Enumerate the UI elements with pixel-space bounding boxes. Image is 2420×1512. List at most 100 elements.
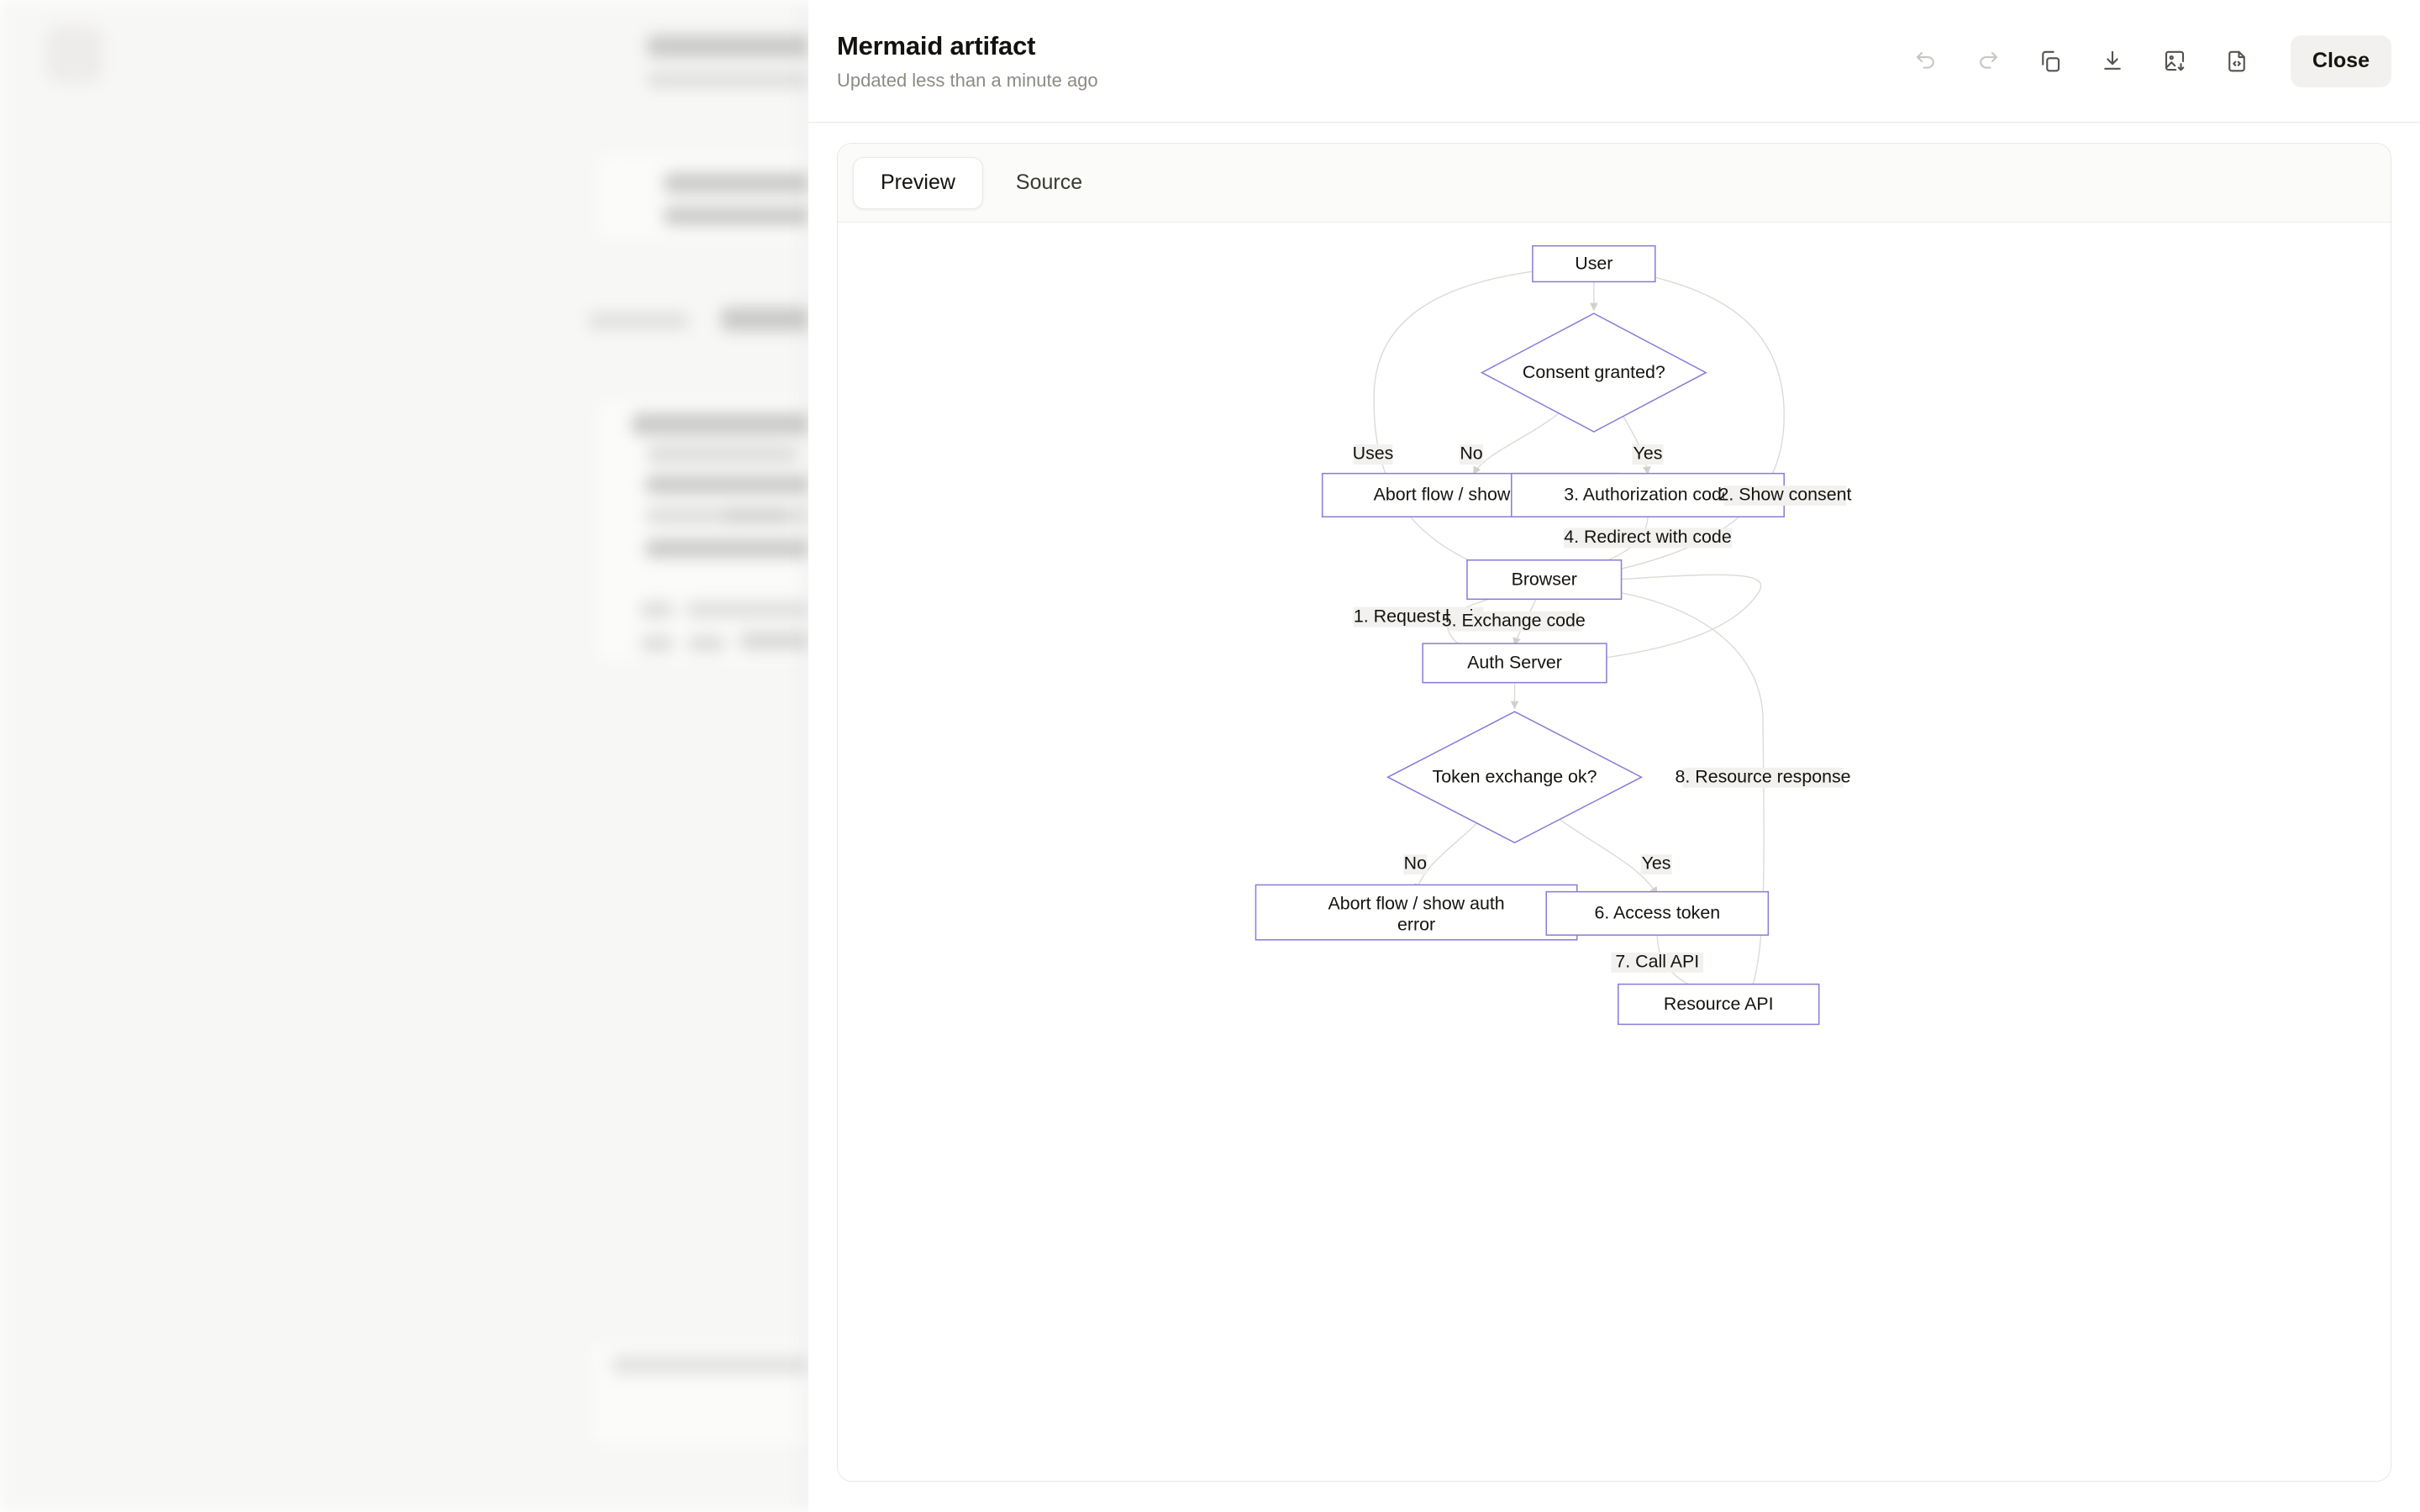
bg-text-line <box>612 1356 808 1374</box>
code-file-icon <box>2224 49 2249 74</box>
edge-label-text: No <box>1404 853 1427 874</box>
artifact-header: Mermaid artifact Updated less than a min… <box>808 0 2420 123</box>
node-label: Abort flow / show auth <box>1328 893 1505 913</box>
node-shape-rect <box>1618 983 1820 1026</box>
undo-button[interactable] <box>1902 38 1949 85</box>
bg-text-line <box>645 475 808 494</box>
bg-text-line <box>686 601 808 618</box>
bg-text-line <box>588 312 689 329</box>
edge-label-bg <box>1459 444 1484 465</box>
mermaid-node-authcode: 3. Authorization code <box>1511 472 1785 517</box>
view-code-button[interactable] <box>2213 38 2260 85</box>
edge-label-bg <box>1353 444 1393 465</box>
artifact-header-text: Mermaid artifact Updated less than a min… <box>837 31 1902 91</box>
mermaid-edge-label: Uses <box>1353 444 1394 465</box>
tab-preview[interactable]: Preview <box>853 156 983 209</box>
edge-label-bg <box>1403 853 1428 874</box>
download-icon <box>2100 49 2125 74</box>
edge-label-text: No <box>1460 444 1482 464</box>
edge-label-text: Uses <box>1353 444 1394 464</box>
copy-icon <box>2038 49 2063 74</box>
bg-card <box>593 396 808 665</box>
edge-auth-browser-back <box>1560 574 1762 664</box>
edge-label-text: 5. Exchange code <box>1442 610 1586 630</box>
bg-text-line <box>632 413 808 435</box>
mermaid-edge-label: 4. Redirect with code <box>1563 527 1733 549</box>
undo-icon <box>1913 49 1939 74</box>
edge-label-bg <box>1723 486 1847 507</box>
artifact-tabbar: Preview Source <box>838 144 2391 223</box>
mermaid-node-resource: Resource API <box>1618 983 1820 1026</box>
artifact-panel: Mermaid artifact Updated less than a min… <box>808 0 2420 1512</box>
mermaid-edge-label: Yes <box>1632 444 1664 465</box>
bg-text-line <box>739 632 808 650</box>
node-shape-rect <box>1255 884 1578 941</box>
edge-label-bg <box>1448 611 1579 632</box>
edge-label-text: 8. Resource response <box>1676 766 1851 786</box>
node-shape-rect <box>1422 643 1607 684</box>
edge-label-text: 7. Call API <box>1615 952 1699 972</box>
download-image-button[interactable] <box>2151 38 2198 85</box>
bg-text-line <box>664 173 808 193</box>
redo-button[interactable] <box>1965 38 2012 85</box>
mermaid-node-authserver: Auth Server <box>1422 643 1607 684</box>
mermaid-edge-label: No <box>1403 853 1428 874</box>
close-button[interactable]: Close <box>2290 34 2391 87</box>
node-shape-rect <box>1466 559 1623 601</box>
edge-label-text: 4. Redirect with code <box>1564 527 1731 547</box>
bg-text-line <box>645 539 808 558</box>
image-download-icon <box>2162 49 2187 74</box>
mermaid-node-browser: Browser <box>1466 559 1623 601</box>
mermaid-edge-label: Yes <box>1640 853 1672 874</box>
mermaid-edge-label: 7. Call API <box>1611 952 1704 973</box>
download-button[interactable] <box>2089 38 2136 85</box>
bg-text-line <box>647 35 808 57</box>
bg-text-line <box>721 307 808 331</box>
edge-label-text: Yes <box>1642 853 1671 874</box>
node-label: Auth Server <box>1467 653 1562 673</box>
tab-source[interactable]: Source <box>1015 171 1083 194</box>
edge-label-text: 2. Show consent <box>1718 485 1851 505</box>
mermaid-edge-label: 2. Show consent <box>1718 485 1851 507</box>
redo-icon <box>1975 49 2001 74</box>
node-label: error <box>1397 915 1435 935</box>
node-shape-diamond <box>1480 312 1707 433</box>
bg-text-line <box>647 445 798 464</box>
mermaid-edge-label: 8. Resource response <box>1676 766 1851 788</box>
bg-text-line <box>687 635 726 652</box>
mermaid-node-tokenok: Token exchange ok? <box>1386 711 1644 844</box>
bg-card <box>593 150 808 244</box>
edge-resource-browser <box>1586 585 1765 992</box>
node-label: Browser <box>1512 569 1577 589</box>
node-shape-diamond <box>1386 711 1644 844</box>
node-label: Resource API <box>1664 994 1774 1014</box>
node-label: 3. Authorization code <box>1564 485 1732 505</box>
edge-label-bg <box>1632 444 1664 465</box>
background-chat-app <box>0 0 808 1512</box>
node-label: Consent granted? <box>1523 362 1665 382</box>
mermaid-node-user: User <box>1532 244 1656 283</box>
mermaid-edge-label: No <box>1459 444 1484 465</box>
edge-label-bg <box>1640 853 1672 874</box>
mermaid-node-token: 6. Access token <box>1545 890 1770 936</box>
edge-label-text: Yes <box>1634 444 1663 464</box>
artifact-body: Preview Source <box>808 123 2420 1512</box>
node-shape-rect <box>1545 890 1770 936</box>
edge-consent-abort1 <box>1472 402 1574 475</box>
bg-text-line <box>647 72 808 87</box>
node-shape-rect <box>1532 244 1656 283</box>
edge-label-bg <box>1682 767 1844 788</box>
bg-text-line <box>724 507 808 524</box>
bg-text-line <box>640 601 674 618</box>
edge-label-bg <box>1611 952 1704 973</box>
bg-avatar <box>47 27 103 82</box>
bg-text-line <box>640 635 674 652</box>
node-label: Token exchange ok? <box>1433 766 1597 786</box>
edge-user-browser-uses <box>1373 267 1564 576</box>
copy-button[interactable] <box>2027 38 2074 85</box>
edge-tokenok-token <box>1545 809 1658 895</box>
artifact-subtitle: Updated less than a minute ago <box>837 69 1098 91</box>
